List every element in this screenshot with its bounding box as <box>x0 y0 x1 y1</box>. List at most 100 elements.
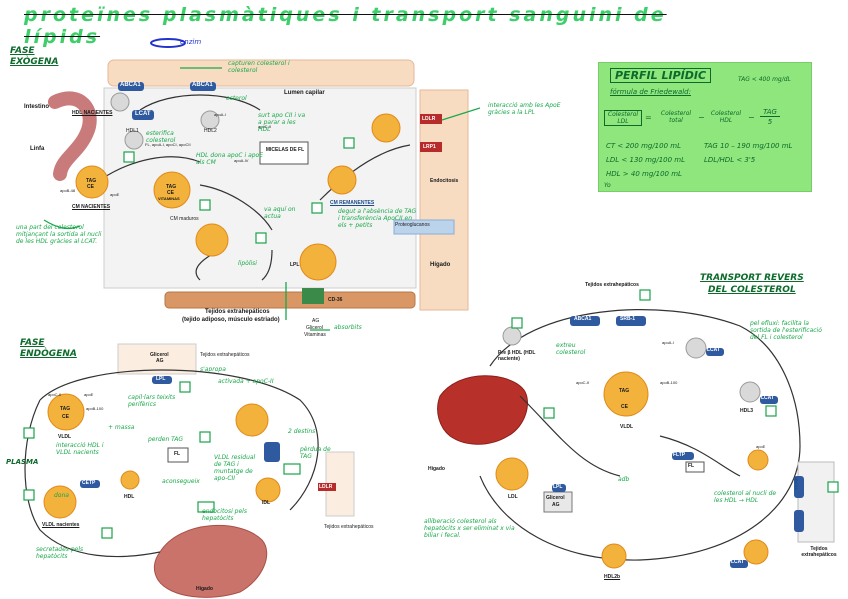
rev-vldl <box>603 371 649 417</box>
rev-ldl <box>495 457 529 491</box>
endo-hdl-particle <box>120 470 140 490</box>
endo-note-secretades: secretades pels hepatòcits <box>36 546 84 560</box>
note-va-aqui: va aquí on actua <box>264 206 296 220</box>
profile-tag-num: TAG <box>760 108 780 117</box>
endo-vldl-particle-3 <box>235 403 269 437</box>
apocii-exo-label: apoC-II <box>258 124 272 129</box>
rev-fl-box <box>685 461 705 473</box>
rev-hdl-top <box>685 337 707 359</box>
apoaiv-label: apoA-IV <box>234 158 249 163</box>
lumen-capilar-label: Lumen capilar <box>284 90 325 96</box>
endo-glicerol-label: Glicerol <box>150 352 169 358</box>
endo-apob100-label: apoB-100 <box>86 406 104 411</box>
exogenous-heading: FASE EXÒGENA <box>10 46 59 67</box>
rev-lpl-pill <box>552 484 566 492</box>
endo-vldl-label: VLDL <box>58 434 72 440</box>
cm-vitaminas-label: VITAMINAS <box>158 196 180 201</box>
note-esterifica: esterifica colesterol <box>146 130 176 144</box>
rev-hdl2 <box>601 543 627 569</box>
rev-hdl-mid <box>747 449 769 471</box>
endo-ldlr-label: LDLR <box>319 484 333 490</box>
note-capturen: capturen colesterol i colesterol <box>228 60 290 74</box>
intestino-label: Intestino <box>24 104 49 110</box>
rev-note-lcat: pel efluxi: facilita la sortida de l'est… <box>750 320 822 341</box>
endo-vldl-particle-1 <box>47 393 85 431</box>
exogenous-diagram <box>43 59 480 331</box>
rev-tejidos-label: Tejidos extrahepáticos <box>585 282 639 288</box>
profile-footer: Yo <box>604 182 611 189</box>
cm-ce-label-1: CE <box>87 184 94 190</box>
rev-pre-hdl-label: Pre β HDL (HDL naciente) <box>498 350 536 362</box>
endo-tag-label: TAG <box>60 406 71 412</box>
endo-idl-particle <box>255 477 281 503</box>
endo-tejidos-box-top <box>117 343 197 375</box>
rev-srb1-pill-2 <box>794 510 804 532</box>
note-esterol: esterol <box>226 95 247 102</box>
endo-note-aconsegueix: aconsegueix <box>162 478 200 485</box>
cm-ce-label-2: CE <box>167 190 174 196</box>
endocitosis-label: Endocitosis <box>430 178 459 184</box>
endo-lpl-pill <box>152 376 172 384</box>
rev-abcg1-label: ABCG1 <box>794 476 799 491</box>
profile-ldl: LDL < 130 mg/100 mL <box>606 156 686 164</box>
profile-title: PERFIL LIPÍDIC <box>610 68 712 83</box>
rev-apoe-label: apoE <box>756 444 766 449</box>
rev-vldl-label: VLDL <box>620 424 634 430</box>
note-lipolisi: lipòlisi <box>238 260 257 267</box>
profile-hdl: Colesterol HDL <box>710 110 742 124</box>
endo-cetp-label: CETP <box>82 480 96 486</box>
endo-vldl-nac-label: VLDL nacientes <box>42 522 80 528</box>
profile-minus2: − <box>748 113 755 122</box>
rev-note-trasllat: colesterol al nucli de les HDL → HDL <box>714 490 777 504</box>
cm-remanente-particle <box>327 165 357 195</box>
cm-nacientes-label: CM NACIENTES <box>72 204 111 210</box>
note-surt: surt apo CII i va a parar a les HDL <box>258 112 306 133</box>
endo-note-perdua: pèrdua de TAG <box>300 446 331 460</box>
cm-tag-label-1: TAG <box>86 178 97 184</box>
profile-ratio: LDL/HDL < 3'5 <box>704 156 756 164</box>
lcat-pill <box>132 110 154 120</box>
rev-tejidos-label-2: Tejidos extrahepáticos <box>801 546 837 558</box>
rev-hdl-bottom <box>743 539 769 565</box>
rev-lcat-pill-3 <box>730 560 748 568</box>
linfa-label: Linfa <box>30 146 45 152</box>
apob48-label: apoB-48 <box>60 188 76 193</box>
rev-lcat-label-top: LCAT <box>707 347 720 353</box>
profile-formula-label: fórmula de Friedewald: <box>610 88 691 96</box>
micelas-label: MICELAS DE FL <box>265 147 305 153</box>
endo-note-activada: activada + apoC-II <box>218 378 274 385</box>
cm-maduro-particle <box>153 171 191 209</box>
endo-fl-box <box>167 447 189 463</box>
rev-note-extreu: extreu colesterol <box>556 342 586 356</box>
endo-note-interaccio: interacció HDL i VLDL nacients <box>56 442 104 456</box>
rev-hdl3-label: HDL3 <box>740 408 754 414</box>
lrp1-pill <box>420 142 442 152</box>
cm-maduros-label: CM maduros <box>170 216 199 222</box>
ldlr-pill <box>420 114 442 124</box>
note-interaccio-exo: interacció amb les ApoE gràcies a la LPL <box>488 102 561 116</box>
reverse-heading: TRANSPORT REVERS DEL COLESTEROL <box>700 273 804 295</box>
note-absorbits: absorbits <box>334 324 362 331</box>
rev-abca1-pill <box>570 316 600 326</box>
lumen-band <box>107 59 415 87</box>
profile-total: Colesterol total <box>660 110 692 124</box>
rev-srb1-label: SRB-1 <box>620 316 636 322</box>
hdl-nacientes-label: HDL NACIENTES <box>72 110 113 116</box>
lcat-exo-label: LCAT <box>135 111 151 117</box>
lpl-exo-label: LPL <box>290 262 300 268</box>
endogenous-heading: FASE ENDÒGENA <box>20 338 77 359</box>
profile-lhs: Colesterol LDL <box>604 110 642 126</box>
endo-lpl-label: LPL <box>156 376 166 382</box>
proteoglucanos-box <box>393 219 455 235</box>
endo-note-massa: + massa <box>108 424 135 431</box>
cm-tag-label-2: TAG <box>166 184 177 190</box>
rev-higado-label: Hígado <box>428 466 445 472</box>
rev-pre-hdl <box>502 326 522 346</box>
rev-apocii-label: apoC-II <box>576 380 590 385</box>
rev-liver-shape <box>437 375 528 445</box>
endo-hdl-label: HDL <box>124 494 135 500</box>
cd36-receptor <box>302 288 324 304</box>
cm-particle-4 <box>299 243 337 281</box>
cm-particle-3 <box>195 223 229 257</box>
note-hdl-dona: HDL dona apoC i apoE als CM <box>196 152 264 166</box>
